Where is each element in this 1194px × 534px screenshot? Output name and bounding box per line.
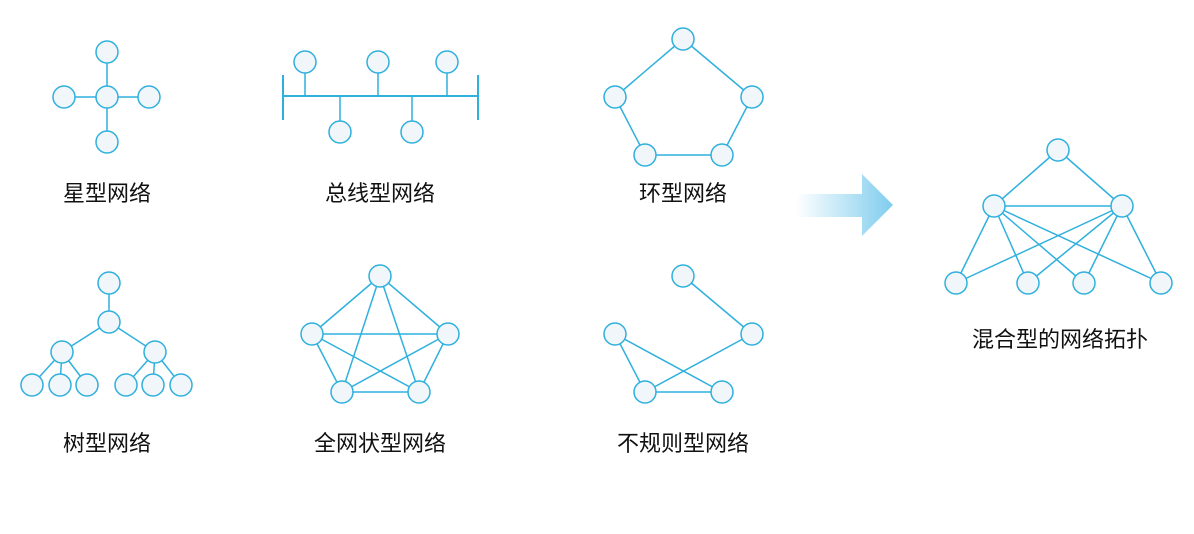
star-node: [95, 85, 119, 109]
hybrid-node: [1016, 271, 1040, 295]
star-node: [95, 40, 119, 64]
star-node: [137, 85, 161, 109]
irregular-node: [633, 380, 657, 404]
irregular-link: [682, 275, 753, 335]
ring-node: [633, 143, 657, 167]
bus-node: [328, 120, 352, 144]
hybrid-node: [1046, 138, 1070, 162]
tree-node: [75, 373, 99, 397]
hybrid-link: [1027, 205, 1123, 284]
irregular-node: [603, 322, 627, 346]
hybrid-link: [1121, 205, 1162, 284]
tree-node: [114, 373, 138, 397]
hybrid-link: [993, 205, 1029, 284]
tree-node: [97, 271, 121, 295]
hybrid-node: [1149, 271, 1173, 295]
mesh-node: [330, 380, 354, 404]
hybrid-link: [1083, 205, 1123, 284]
ring-node: [603, 85, 627, 109]
mesh-link: [311, 333, 420, 393]
tree-node: [97, 310, 121, 334]
irregular-link: [614, 333, 723, 393]
mesh-node: [407, 380, 431, 404]
mesh-link: [341, 333, 449, 393]
mesh-link: [379, 275, 449, 335]
irregular-link: [644, 333, 753, 393]
hybrid-link: [955, 205, 1123, 284]
star-node: [52, 85, 76, 109]
label-bus: 总线型网络: [324, 182, 436, 207]
bus-node: [293, 50, 317, 74]
hybrid-node: [1072, 271, 1096, 295]
label-ring: 环型网络: [638, 182, 728, 207]
tree-node: [143, 340, 167, 364]
ring-link: [682, 38, 753, 98]
ring-link: [614, 38, 684, 98]
mesh-node: [300, 322, 324, 346]
irregular-node: [740, 322, 764, 346]
hybrid-link: [993, 149, 1059, 207]
arrow-right-icon: [796, 174, 893, 236]
ring-node: [671, 27, 695, 51]
ring-node: [710, 143, 734, 167]
label-star: 星型网络: [62, 182, 152, 207]
hybrid-node: [1110, 194, 1134, 218]
label-hybrid: 混合型的网络拓扑: [971, 328, 1149, 353]
hybrid-link: [993, 205, 1162, 284]
mesh-node: [436, 322, 460, 346]
tree-node: [20, 373, 44, 397]
hybrid-node: [944, 271, 968, 295]
bus-node: [435, 50, 459, 74]
hybrid-node: [982, 194, 1006, 218]
tree-node: [50, 340, 74, 364]
star-node: [95, 130, 119, 154]
tree-node: [141, 373, 165, 397]
ring-node: [740, 85, 764, 109]
bus-node: [366, 50, 390, 74]
irregular-node: [710, 380, 734, 404]
mesh-link: [311, 275, 381, 335]
hybrid-link: [1057, 149, 1123, 207]
tree-node: [169, 373, 193, 397]
irregular-node: [671, 264, 695, 288]
mesh-node: [368, 264, 392, 288]
bus-node: [400, 120, 424, 144]
label-mesh: 全网状型网络: [313, 432, 447, 457]
label-tree: 树型网络: [62, 432, 152, 457]
label-irregular: 不规则型网络: [616, 432, 750, 457]
tree-node: [48, 373, 72, 397]
hybrid-link: [955, 205, 995, 284]
